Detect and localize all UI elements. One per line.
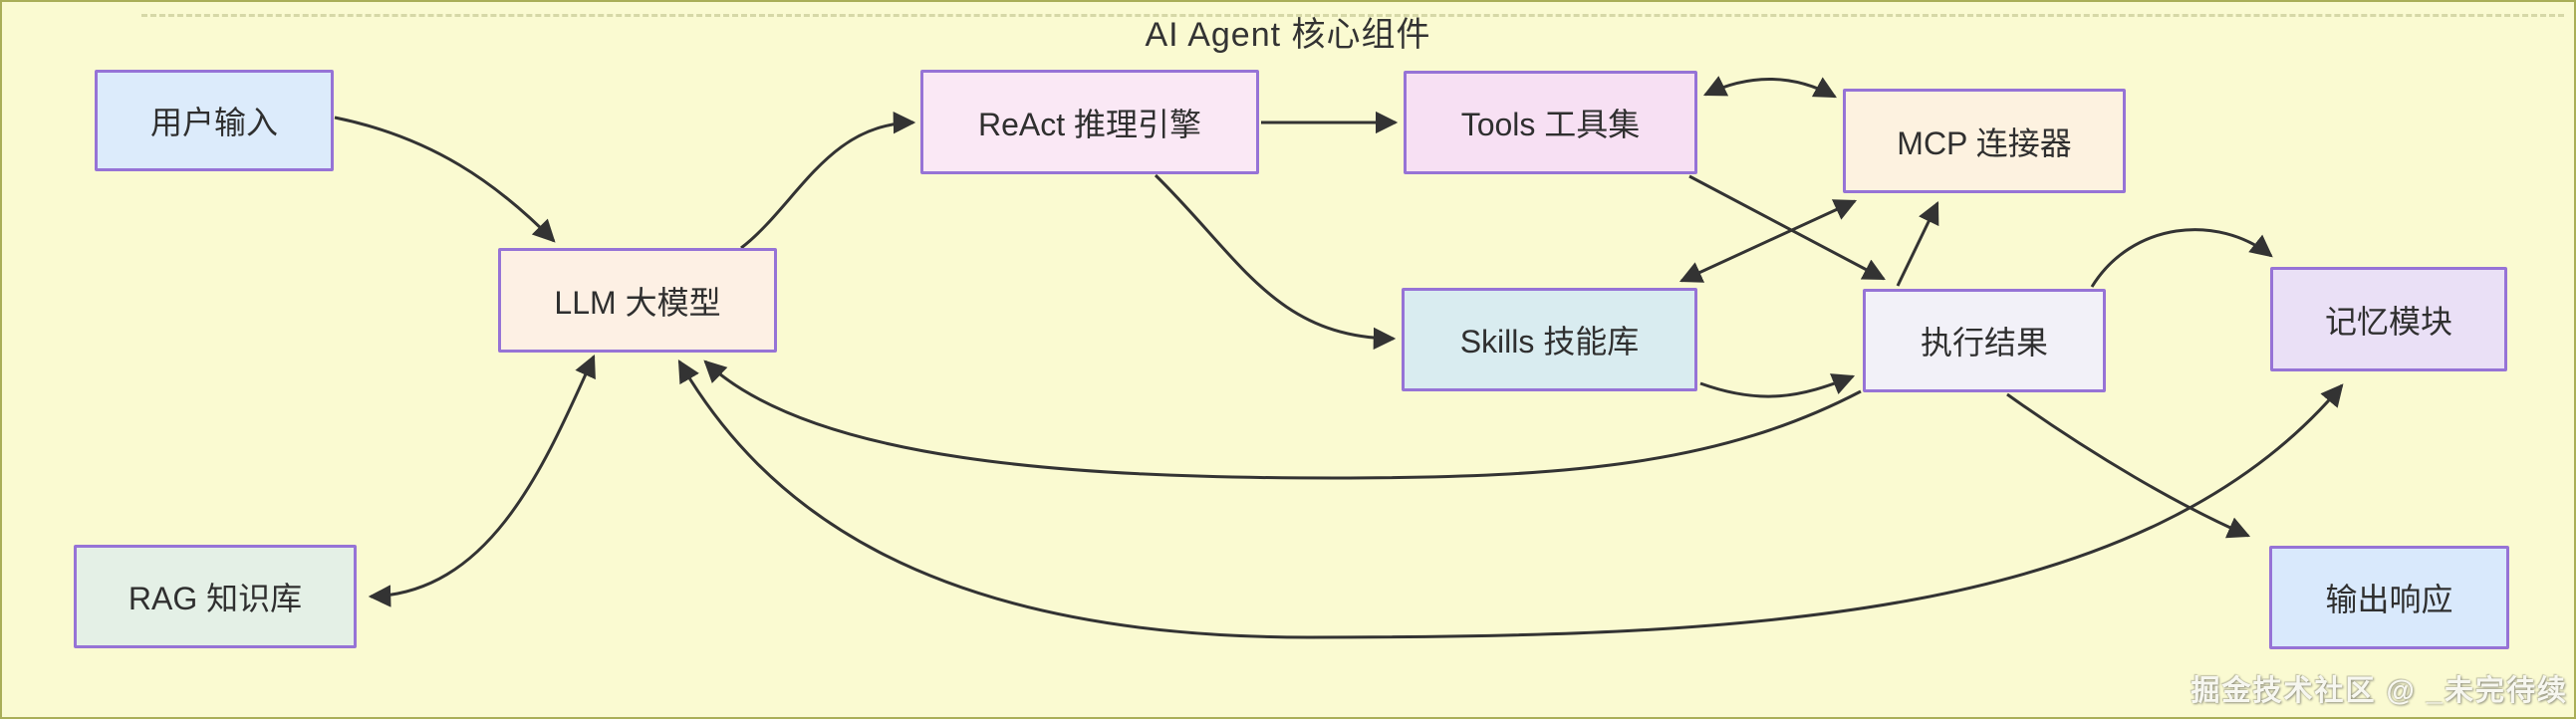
edge-skills-to-mcp [1678,199,1858,283]
edge-exec-result-to-output [2006,392,2251,539]
edge-skills-to-exec-result [1699,373,1856,398]
node-label-skills: Skills 技能库 [1459,324,1640,360]
node-exec-result: 执行结果 [1863,289,2106,392]
node-label-mcp: MCP 连接器 [1897,124,2072,161]
edge-llm-to-rag [368,354,596,607]
node-output: 输出响应 [2269,546,2509,649]
edge-react-to-skills [1154,173,1397,351]
node-mcp: MCP 连接器 [1843,89,2126,193]
node-tools: Tools 工具集 [1404,71,1697,174]
node-memory: 记忆模块 [2270,267,2507,371]
edge-user-input-to-llm [334,116,556,243]
diagram-title: AI Agent 核心组件 [1145,16,1431,54]
edge-tools-to-mcp [1702,76,1837,99]
node-label-output: 输出响应 [2325,582,2453,617]
edge-llm-to-memory [677,360,2344,639]
edge-llm-to-react [740,112,916,250]
edge-exec-result-to-memory [2090,228,2273,288]
node-skills: Skills 技能库 [1402,288,1697,391]
node-label-rag: RAG 知识库 [128,581,303,616]
node-llm: LLM 大模型 [498,248,777,353]
watermark-text: 掘金技术社区 @ _未完待续 [2190,675,2568,707]
node-label-tools: Tools 工具集 [1460,107,1641,142]
node-label-exec-result: 执行结果 [1920,325,2048,360]
node-react: ReAct 推理引擎 [920,70,1259,174]
node-label-react: ReAct 推理引擎 [977,106,1202,142]
node-label-llm: LLM 大模型 [554,284,721,321]
node-label-memory: 记忆模块 [2324,303,2452,340]
node-rag: RAG 知识库 [74,545,357,648]
edge-exec-result-to-mcp [1896,200,1939,287]
node-user-input: 用户输入 [95,70,334,171]
node-label-user-input: 用户输入 [149,105,278,140]
